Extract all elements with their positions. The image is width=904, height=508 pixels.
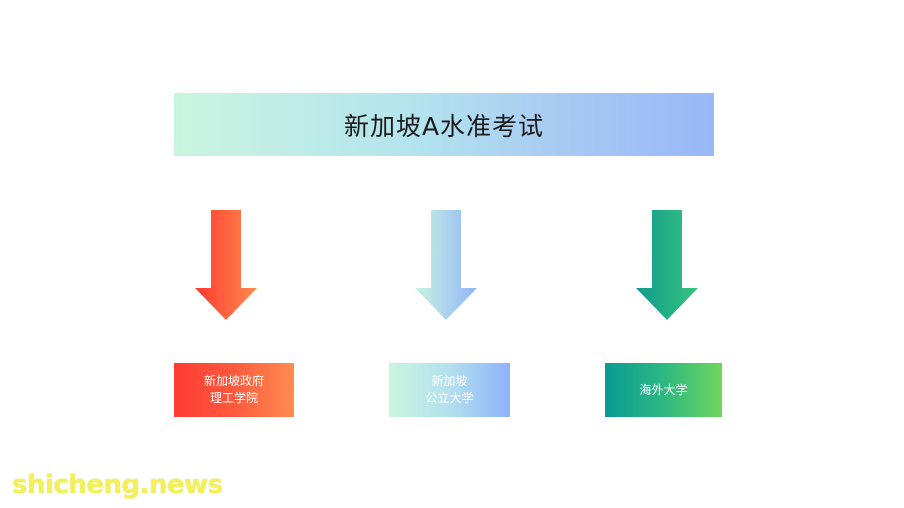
title-text: 新加坡A水准考试 — [343, 111, 545, 141]
node-label-line: 海外大学 — [639, 382, 688, 397]
down-arrow-icon — [415, 210, 477, 320]
node-label-line: 理工学院 — [209, 391, 258, 405]
watermark: shicheng.news — [12, 470, 223, 500]
node-polytechnic: 新加坡政府 理工学院 — [174, 363, 294, 417]
node-label-line: 新加坡 — [431, 374, 468, 388]
node-public-university: 新加坡 公立大学 — [389, 363, 510, 417]
down-arrow-icon — [195, 210, 257, 320]
node-label-line: 公立大学 — [425, 391, 474, 405]
node-overseas-university: 海外大学 — [605, 363, 722, 417]
node-label-line: 新加坡政府 — [203, 374, 264, 388]
down-arrow-icon — [636, 210, 698, 320]
title-box: 新加坡A水准考试 — [174, 93, 714, 156]
